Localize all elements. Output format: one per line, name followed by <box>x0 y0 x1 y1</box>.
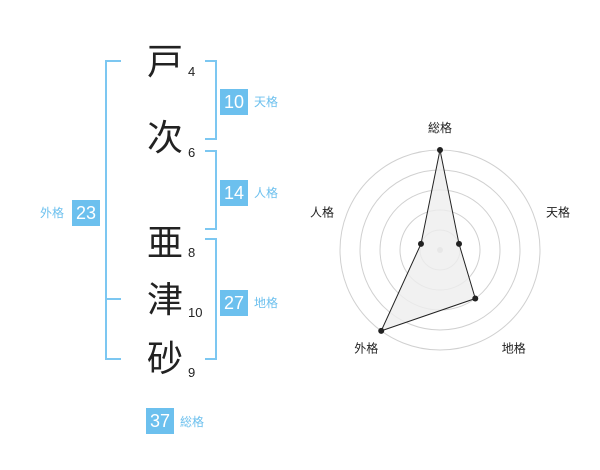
stroke-count-3: 8 <box>188 245 196 260</box>
chikaku-bracket <box>205 238 217 360</box>
tenkaku-badge: 10 <box>220 89 248 115</box>
name-char-4: 津 <box>146 280 183 321</box>
radar-axis-label-2: 地格 <box>502 341 526 356</box>
tenkaku-label: 天格 <box>254 95 279 109</box>
tenkaku-bracket <box>205 60 217 140</box>
gaikaku-bracket-mid <box>105 298 121 300</box>
radar-axis-label-3: 外格 <box>354 341 378 356</box>
radar-axis-label-1: 天格 <box>546 204 570 219</box>
gaikaku-label: 外格 <box>40 206 65 220</box>
stroke-count-5: 9 <box>188 365 196 380</box>
name-char-5: 砂 <box>146 339 183 380</box>
soukaku-label: 総格 <box>180 415 205 429</box>
radar-point-2 <box>472 295 479 302</box>
soukaku-badge: 37 <box>146 408 174 434</box>
stroke-count-4: 10 <box>188 305 203 320</box>
name-char-1: 戸 <box>146 42 183 83</box>
gaikaku-badge: 23 <box>72 200 100 226</box>
jinkaku-bracket <box>205 150 217 230</box>
chikaku-badge: 27 <box>220 290 248 316</box>
radar-shape <box>380 149 476 332</box>
stroke-count-1: 4 <box>188 64 196 79</box>
radar-axis-label-0: 総格 <box>428 120 452 135</box>
chikaku-label: 地格 <box>254 296 279 310</box>
stroke-count-2: 6 <box>188 145 196 160</box>
radar-axis-label-4: 人格 <box>310 204 334 219</box>
radar-point-1 <box>456 240 463 247</box>
radar-point-0 <box>437 147 443 153</box>
name-char-2: 次 <box>146 118 183 159</box>
radar-point-4 <box>417 240 424 247</box>
radar-points <box>378 147 479 334</box>
radar-point-3 <box>378 327 385 334</box>
gaikaku-bracket <box>105 60 121 360</box>
jinkaku-badge: 14 <box>220 180 248 206</box>
jinkaku-label: 人格 <box>254 186 279 200</box>
name-char-3: 亜 <box>146 223 183 264</box>
